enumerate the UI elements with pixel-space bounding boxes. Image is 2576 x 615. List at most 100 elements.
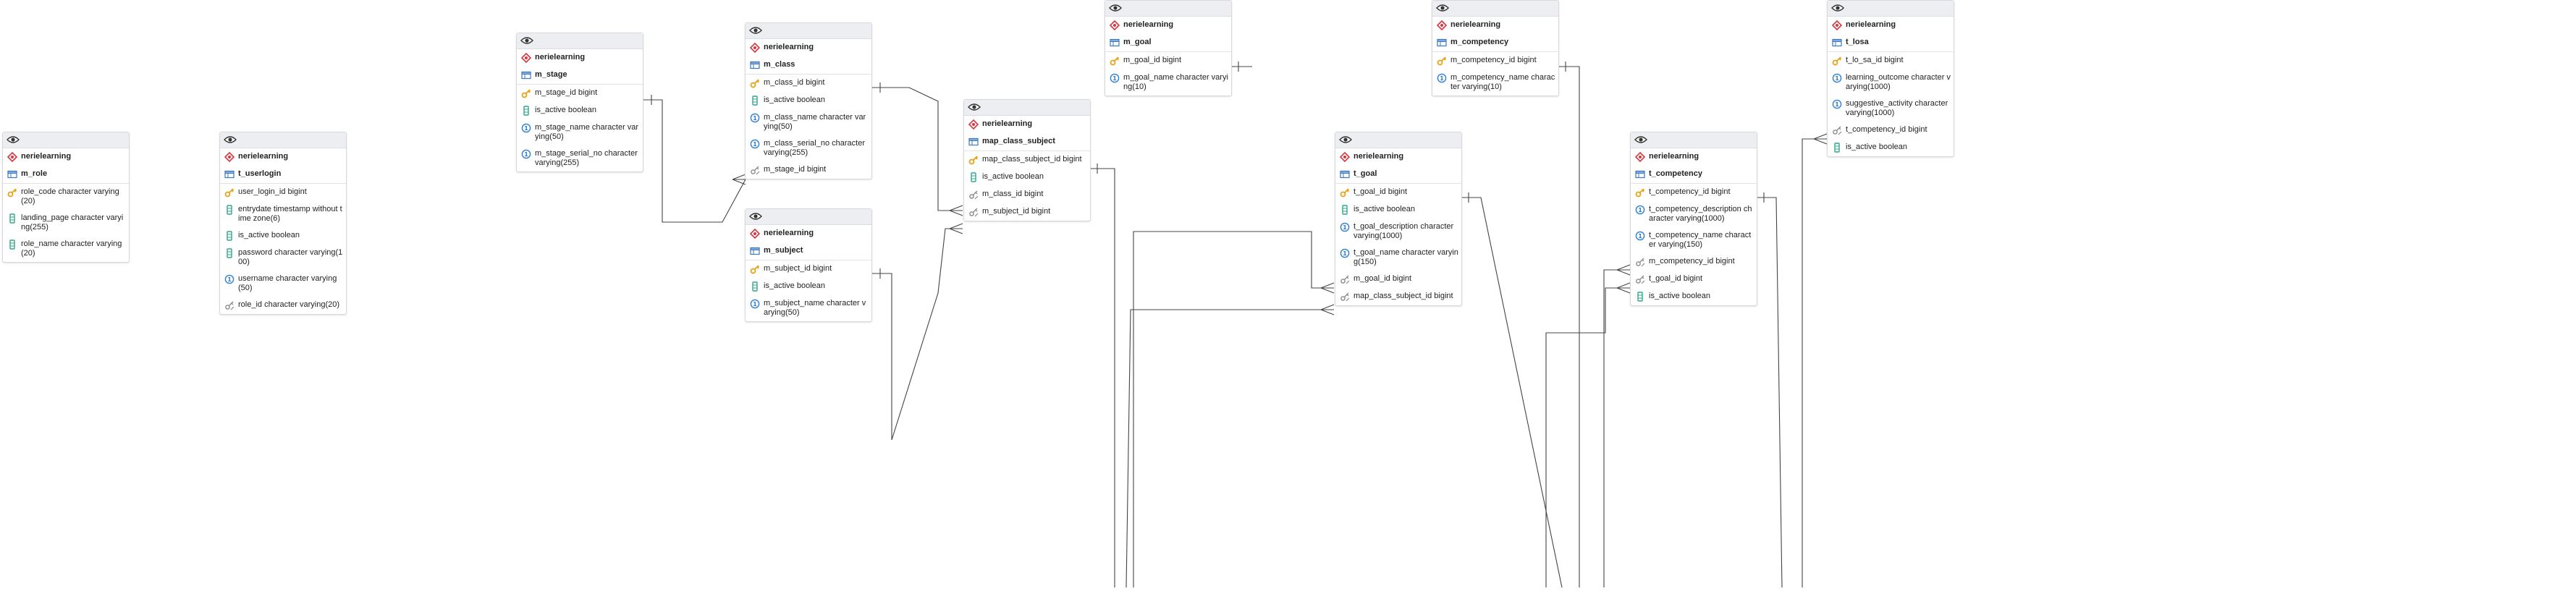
table-name[interactable]: map_class_subject [964,133,1090,151]
schema-name[interactable]: nerielearning [1828,17,1954,34]
table-header[interactable] [517,33,643,49]
eye-icon[interactable] [1436,4,1449,12]
table-header[interactable] [1631,132,1757,148]
column-row[interactable]: m_class_id bigint [746,75,871,92]
eye-icon[interactable] [749,212,762,221]
eye-icon[interactable] [1339,135,1352,144]
table-header[interactable] [1432,1,1558,17]
eye-icon[interactable] [224,135,237,144]
table-header[interactable] [3,132,129,148]
column-row[interactable]: is_active boolean [1631,288,1757,305]
column-row[interactable]: m_competency_id bigint [1631,253,1757,271]
column-row[interactable]: m_goal_id bigint [1335,271,1461,288]
column-row[interactable]: map_class_subject_id bigint [1335,288,1461,305]
table-name[interactable]: t_competency [1631,166,1757,184]
table-name[interactable]: m_goal [1105,34,1231,52]
table-header[interactable] [1105,1,1231,17]
table-header[interactable] [1828,1,1954,17]
table-name[interactable]: m_stage [517,67,643,85]
schema-name[interactable]: nerielearning [517,49,643,67]
column-row[interactable]: user_login_id bigint [220,184,346,201]
column-row[interactable]: m_stage_id bigint [746,161,871,179]
schema-name[interactable]: nerielearning [746,39,871,56]
table-name[interactable]: t_userlogin [220,166,346,184]
eye-icon[interactable] [520,36,533,45]
column-row[interactable]: map_class_subject_id bigint [964,151,1090,169]
column-row[interactable]: role_id character varying(20) [220,297,346,314]
schema-name[interactable]: nerielearning [1105,17,1231,34]
eye-icon[interactable] [1831,4,1844,12]
column-row[interactable]: m_subject_id bigint [746,260,871,278]
schema-name[interactable]: nerielearning [1335,148,1461,166]
column-row[interactable]: m_goal_id bigint [1105,52,1231,69]
column-row[interactable]: role_code character varying(20) [3,184,129,210]
table-name[interactable]: m_class [746,56,871,75]
schema-name[interactable]: nerielearning [746,225,871,242]
column-row[interactable]: t_competency_id bigint [1631,184,1757,201]
table-name[interactable]: m_subject [746,242,871,260]
table-name[interactable]: t_goal [1335,166,1461,184]
table-header[interactable] [746,209,871,225]
column-row[interactable]: is_active boolean [517,102,643,119]
column-row[interactable]: entrydate timestamp without time zone(6) [220,201,346,227]
schema-name[interactable]: nerielearning [1432,17,1558,34]
column-row[interactable]: is_active boolean [746,92,871,109]
table-header[interactable] [746,23,871,39]
eye-icon[interactable] [1634,135,1647,144]
column-row[interactable]: m_stage_id bigint [517,85,643,102]
eye-icon[interactable] [1109,4,1122,12]
eye-icon[interactable] [749,26,762,35]
column-row[interactable]: m_class_id bigint [964,186,1090,203]
table-name[interactable]: m_competency [1432,34,1558,52]
column-row[interactable]: is_active boolean [1828,139,1954,156]
schema-name[interactable]: nerielearning [1631,148,1757,166]
eye-icon[interactable] [7,135,20,144]
column-row[interactable]: m_competency_id bigint [1432,52,1558,69]
column-row[interactable]: t_goal_id bigint [1631,271,1757,288]
schema-name[interactable]: nerielearning [964,116,1090,133]
column-row[interactable]: t_lo_sa_id bigint [1828,52,1954,69]
column-row[interactable]: password character varying(100) [220,245,346,271]
column-row[interactable]: role_name character varying(20) [3,236,129,262]
table-header[interactable] [220,132,346,148]
column-row[interactable]: is_active boolean [1335,201,1461,219]
column-row[interactable]: t_competency_id bigint [1828,122,1954,139]
schema-name[interactable]: nerielearning [3,148,129,166]
column-row[interactable]: is_active boolean [220,227,346,245]
table-name[interactable]: t_losa [1828,34,1954,52]
table-header[interactable] [1335,132,1461,148]
table-header[interactable] [964,100,1090,116]
eye-icon[interactable] [968,103,981,111]
table-name[interactable]: m_role [3,166,129,184]
column-row[interactable]: m_subject_id bigint [964,203,1090,221]
column-row[interactable]: is_active boolean [964,169,1090,186]
column-row[interactable]: landing_page character varying(255) [3,210,129,236]
column-row[interactable]: is_active boolean [746,278,871,295]
schema-name[interactable]: nerielearning [220,148,346,166]
